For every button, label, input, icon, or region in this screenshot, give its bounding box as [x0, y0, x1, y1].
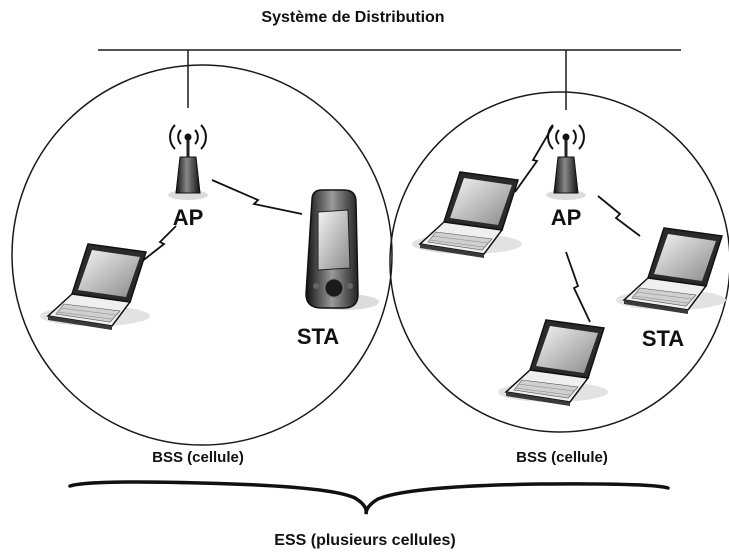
pda-icon [305, 189, 379, 310]
laptop-icon [497, 319, 609, 407]
distribution-bus [98, 49, 681, 110]
ap-label-right: AP [551, 205, 582, 230]
bss-label-left: BSS (cellule) [152, 449, 244, 466]
laptop-icon [411, 171, 523, 259]
ap-label-left: AP [173, 205, 204, 230]
bss-cell-right [389, 91, 729, 433]
access-point-icon [545, 124, 587, 201]
wireless-links [135, 125, 641, 323]
access-point-icon [167, 124, 209, 201]
ess-brace [68, 480, 670, 515]
laptop-icon [39, 243, 151, 331]
bss-label-right: BSS (cellule) [516, 449, 608, 466]
laptop-icon [615, 227, 727, 315]
ess-label: ESS (plusieurs cellules) [274, 532, 455, 549]
sta-label-right: STA [642, 326, 684, 351]
bss-cell-left [11, 64, 393, 446]
sta-label-left: STA [297, 324, 339, 349]
distribution-system-title: Système de Distribution [261, 9, 444, 26]
